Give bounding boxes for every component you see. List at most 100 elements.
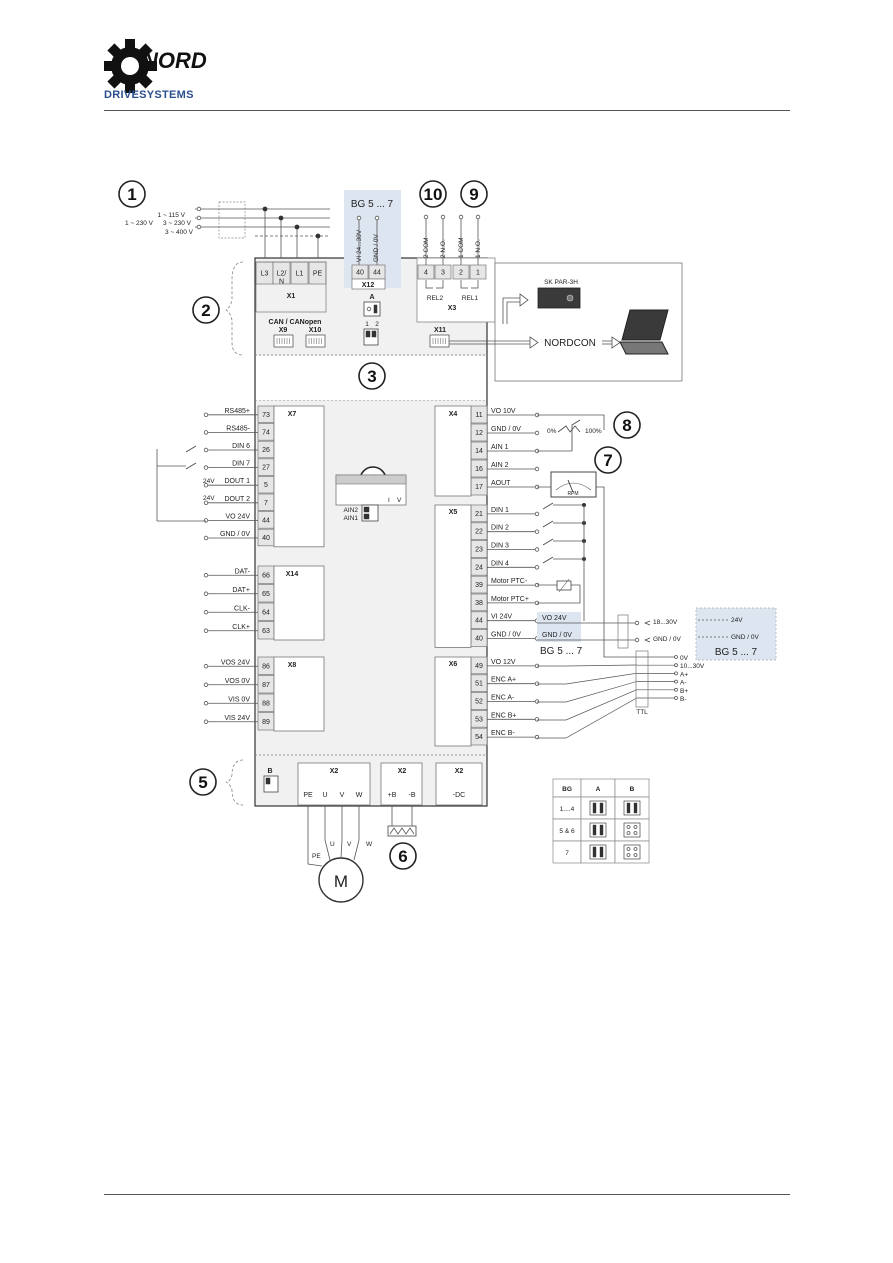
x5-wire-end-0 xyxy=(534,511,540,517)
x12-terminal-40-label: 40 xyxy=(356,270,364,277)
par-device-icon xyxy=(537,287,581,309)
x12-name-box xyxy=(351,278,386,290)
callout-2-brace xyxy=(225,261,244,356)
x7-wire-end-1 xyxy=(203,430,209,435)
par-device-label: SK PAR-3H xyxy=(544,279,578,286)
par-link-a xyxy=(502,297,522,324)
x6-block xyxy=(434,656,472,747)
x2-brake-name: X2 xyxy=(398,768,407,775)
callout-7-circle xyxy=(594,446,622,474)
x3-terminal-4-label: 4 xyxy=(424,270,428,277)
x8-terminal-86-label: 86 xyxy=(262,663,270,670)
x6-terminal-51-label: 51 xyxy=(475,681,483,688)
ext-supply-gnd-arrow xyxy=(644,637,651,643)
encoder-link-1 xyxy=(537,672,638,685)
x7-label-7: GND / 0V xyxy=(220,531,250,538)
ext-supply-gnd-end xyxy=(634,637,640,643)
bg-table-switch-pin-3 xyxy=(626,831,631,835)
bg-table-switch-icon xyxy=(623,844,641,860)
x8-name: X8 xyxy=(288,662,297,669)
callout-9-circle xyxy=(460,180,488,208)
laptop-screen-icon xyxy=(621,309,669,341)
switch-b-label: B xyxy=(267,768,272,775)
encoder-link-3 xyxy=(537,689,638,721)
x14-terminal-66-label: 66 xyxy=(262,572,270,579)
callout-2-circle xyxy=(192,296,220,324)
can-x10-port xyxy=(305,334,326,348)
x8-terminal-89-label: 89 xyxy=(262,719,270,726)
x8-label-1: VOS 0V xyxy=(225,678,251,685)
x7-terminal-26-label: 26 xyxy=(262,447,270,454)
x11-name: X11 xyxy=(434,327,446,334)
bg-table-switch-icon xyxy=(589,800,607,816)
pot-resistor xyxy=(557,425,581,433)
x7-terminal-7-label: 7 xyxy=(264,500,268,507)
supply-node-2 xyxy=(278,215,284,221)
encoder-label-0: 0V xyxy=(680,655,689,662)
x7-terminal-44-label: 44 xyxy=(262,517,270,524)
x6-wire-end-2 xyxy=(534,699,540,704)
x6-label-4: ENC B- xyxy=(491,730,515,737)
nordcon-arrow-head xyxy=(529,336,539,349)
x2-motor-terminal-0: PE xyxy=(303,792,313,799)
supply-node-3 xyxy=(294,224,300,230)
pot-wiper xyxy=(571,419,581,451)
encoder-label-3: A- xyxy=(680,680,687,687)
callout-6-circle xyxy=(389,842,417,870)
callout-2-number: 2 xyxy=(201,301,210,320)
x8-terminal-87-label: 87 xyxy=(262,682,270,689)
x2-brake-minus: -B xyxy=(409,792,416,799)
x2-dc-terminal: -DC xyxy=(453,792,465,799)
x12-name: X12 xyxy=(362,282,375,289)
supply-label-230v-3ph: 3 ~ 230 V xyxy=(163,220,192,227)
rpm-meter-needle xyxy=(567,479,574,493)
switch-a-pos-2: 2 xyxy=(375,321,379,328)
motor-label: M xyxy=(334,872,348,891)
x8-block xyxy=(273,656,325,732)
x5-wire-end-3 xyxy=(534,565,540,570)
header-divider xyxy=(104,110,790,111)
x7-label-2: DIN 6 xyxy=(232,443,250,450)
x3-terminal-1-label: 1 xyxy=(476,270,480,277)
x6-terminal-49-label: 49 xyxy=(475,663,483,670)
bg-table-switch-pin-3 xyxy=(626,853,631,857)
x6-label-2: ENC A- xyxy=(491,695,515,702)
supply-terminal-2 xyxy=(196,215,202,221)
x7-label-3: DIN 7 xyxy=(232,461,250,468)
supply-label-115v: 1 ~ 115 V xyxy=(157,212,185,219)
x5-block xyxy=(434,504,472,648)
encoder-shield xyxy=(635,650,649,708)
par-link-b xyxy=(506,301,522,324)
ptc-wires xyxy=(537,584,581,604)
dip4-switch-2 xyxy=(363,513,370,520)
switch-a-pos-1: 1 xyxy=(365,321,369,328)
switch-b-lever xyxy=(265,777,271,785)
rpm-meter-label: RPM xyxy=(567,491,578,497)
callout-8-number: 8 xyxy=(622,416,631,435)
x14-label-2: CLK- xyxy=(234,605,251,612)
dip4-ain2-label: AIN2 xyxy=(344,507,359,514)
x5-terminal-44-label: 44 xyxy=(475,618,483,625)
x7-label-5: DOUT 2 xyxy=(224,496,250,503)
x5-label-7: GND / 0V xyxy=(491,632,521,639)
x5-din-switch-1 xyxy=(542,502,554,510)
x8-wire-end-3 xyxy=(203,719,209,724)
bg-table-switch-bar-1 xyxy=(592,824,597,836)
bg-table-header-1: A xyxy=(596,786,601,793)
callout-7-number: 7 xyxy=(603,451,612,470)
x5-label-2: DIN 3 xyxy=(491,543,509,550)
x5-vo24-label: VO 24V xyxy=(542,615,567,622)
x4-wire-end-3 xyxy=(534,466,540,472)
bg-table-switch-bar-1 xyxy=(626,802,631,814)
bg-table-switch-pin-2 xyxy=(633,847,638,851)
x3-name: X3 xyxy=(448,305,457,312)
motor-wire-pe-label: PE xyxy=(312,853,321,860)
x5-din-switch-2 xyxy=(542,520,554,528)
x2-brake-block xyxy=(380,762,423,806)
x2-motor-terminal-3: W xyxy=(356,792,363,799)
x4-label-3: AIN 2 xyxy=(491,462,509,469)
x14-terminal-63-label: 63 xyxy=(262,628,270,635)
motor-wires xyxy=(307,839,360,867)
supply-terminal-3 xyxy=(196,224,202,230)
x5-label-1: DIN 2 xyxy=(491,525,509,532)
